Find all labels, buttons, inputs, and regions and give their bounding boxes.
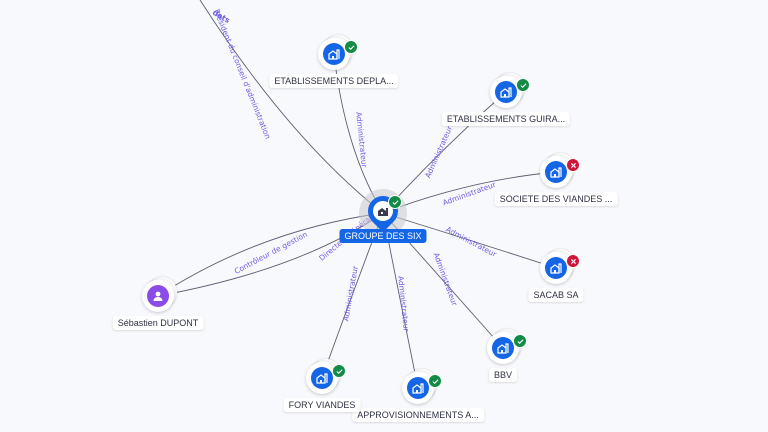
building-icon: [323, 43, 345, 65]
status-active-icon: [332, 364, 346, 378]
node-label: Sébastien DUPONT: [112, 316, 204, 330]
node-label: ETABLISSEMENTS DEPLA...: [269, 74, 399, 88]
building-icon: [545, 161, 567, 183]
building-icon: [373, 201, 393, 221]
node-circle: [487, 332, 519, 364]
edge-label: Administrateur: [441, 180, 497, 208]
node-circle: [402, 372, 434, 404]
status-inactive-icon: [566, 158, 580, 172]
center-node-label: GROUPE DES SIX: [339, 229, 427, 243]
building-icon: [545, 257, 567, 279]
edge-label: Contrôleur de gestion: [233, 230, 309, 276]
edge-etab-guira[interactable]: [382, 91, 507, 214]
person-icon: [147, 285, 169, 307]
node-label: ETABLISSEMENTS GUIRA...: [441, 112, 571, 126]
edge-label: Administrateur: [432, 251, 460, 307]
edge-label: Président du conseil d'administration: [212, 8, 273, 141]
building-icon: [407, 377, 429, 399]
node-label: APPROVISIONNEMENTS A...: [352, 408, 484, 422]
edge-top-offscreen[interactable]: [199, 0, 384, 214]
node-label: SACAB SA: [528, 288, 584, 302]
node-label: SOCIETE DES VIANDES ...: [494, 192, 618, 206]
node-label: BBV: [488, 368, 518, 382]
status-active-icon: [516, 78, 530, 92]
building-icon: [492, 337, 514, 359]
status-active-icon: [513, 334, 527, 348]
building-icon: [495, 81, 517, 103]
edge-dupont-0[interactable]: [157, 212, 384, 297]
edge-label: Administrateur: [444, 225, 498, 260]
status-active-icon: [344, 40, 358, 54]
status-active-icon: [388, 195, 402, 209]
status-active-icon: [428, 374, 442, 388]
node-label: FORY VIANDES: [283, 398, 361, 412]
edge-dupont-1[interactable]: [157, 212, 384, 297]
status-inactive-icon: [566, 254, 580, 268]
edge-label: Administrateur: [423, 124, 454, 180]
building-icon: [311, 367, 333, 389]
edge-label: Administrateur: [396, 275, 411, 332]
edge-label: Administrateur: [341, 264, 360, 322]
edge-label: Administrateur: [354, 111, 369, 168]
node-circle: [142, 280, 174, 312]
